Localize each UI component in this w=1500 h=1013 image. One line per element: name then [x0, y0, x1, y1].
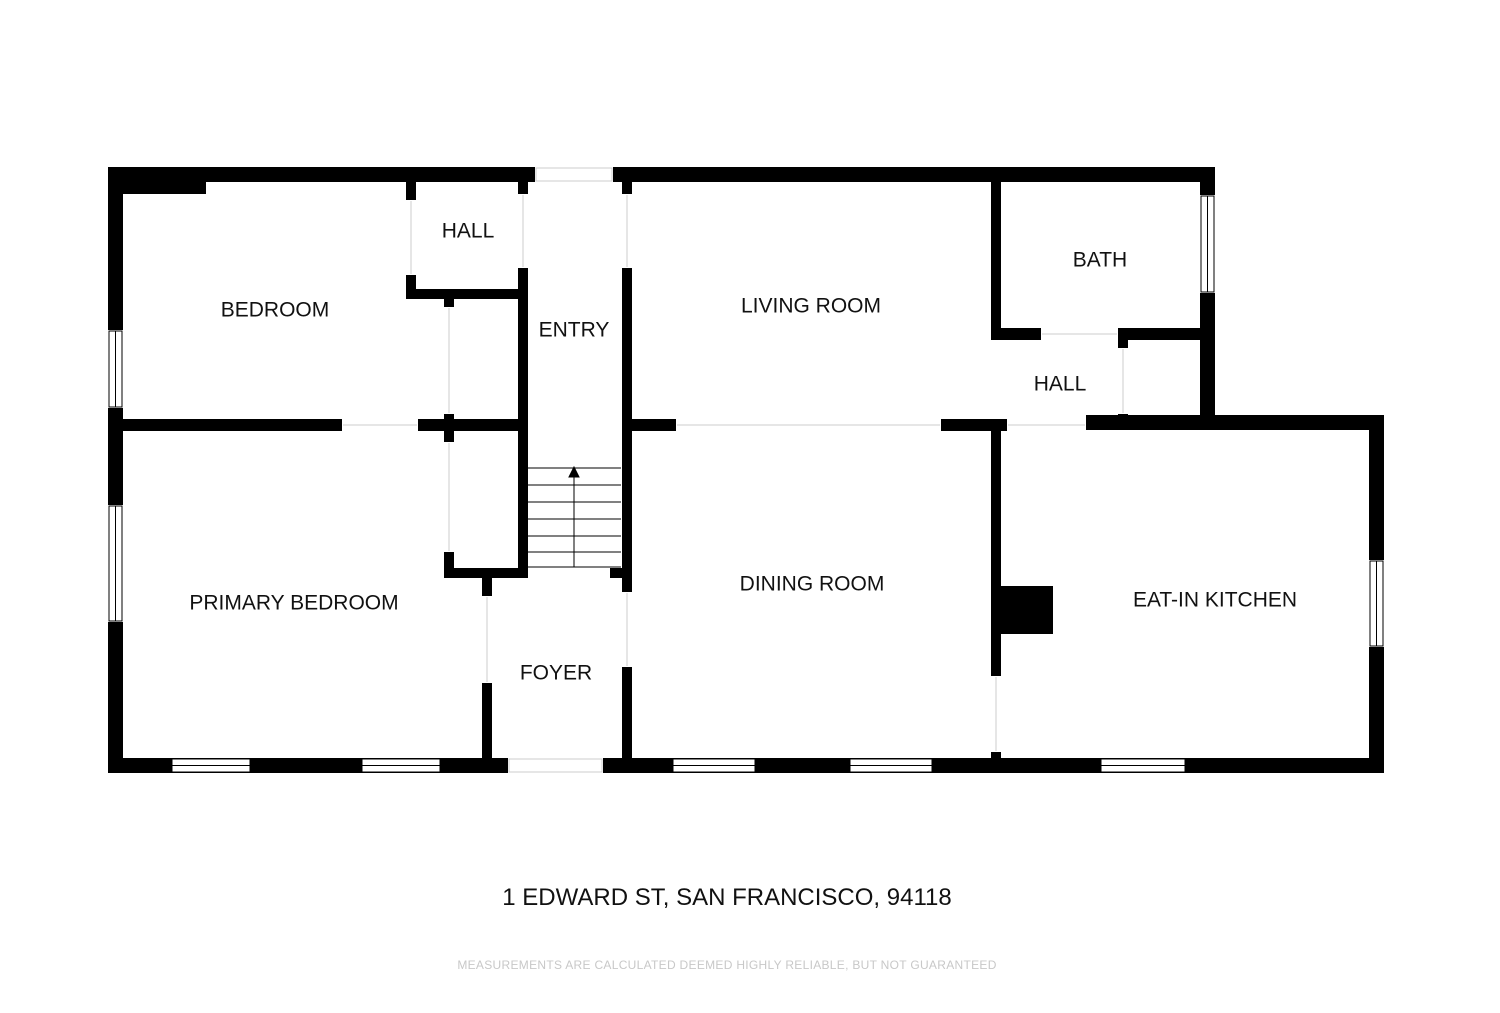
wall-bottom [603, 758, 1384, 773]
measurement-disclaimer: MEASUREMENTS ARE CALCULATED DEEMED HIGHL… [457, 958, 997, 972]
room-label-primary-bedroom: PRIMARY BEDROOM [189, 592, 398, 615]
wall-hall [406, 275, 416, 299]
room-label-living-room: LIVING ROOM [741, 295, 881, 318]
wall-living-dining [632, 419, 676, 431]
walls [108, 167, 1384, 773]
wall-bedroom-divider [108, 419, 342, 431]
wall-dining-kitchen [991, 431, 1001, 676]
room-label-bath: BATH [1073, 249, 1127, 272]
stairs [528, 465, 621, 568]
property-address: 1 EDWARD ST, SAN FRANCISCO, 94118 [502, 884, 952, 911]
wall-closet [444, 299, 454, 307]
wall-kitchen-right [1369, 647, 1384, 773]
wall-kitchen-top [1086, 415, 1384, 430]
chimney-block [1001, 586, 1053, 634]
room-label-eat-in-kitchen: EAT-IN KITCHEN [1133, 589, 1297, 612]
openings [343, 167, 1124, 773]
wall-top-left [108, 167, 535, 182]
wall-bath [991, 182, 1001, 340]
wall-left [108, 167, 123, 330]
wall-entry [622, 430, 632, 568]
entry-door-opening [535, 167, 613, 182]
wall-closet [444, 568, 528, 578]
wall-kitchen-right [1369, 415, 1384, 560]
stair-up-arrow-icon [568, 465, 580, 478]
room-labels: BEDROOM HALL ENTRY LIVING ROOM BATH HALL… [189, 220, 1297, 685]
wall-entry [622, 182, 632, 194]
wall-entry [622, 268, 632, 430]
room-label-hall: HALL [1034, 373, 1087, 396]
wall-hall-right [1118, 340, 1128, 348]
wall-entry [622, 667, 632, 773]
wall-left [108, 408, 123, 505]
wall-foyer [610, 568, 632, 578]
wall-foyer [482, 683, 492, 773]
wall-dining-kitchen [991, 752, 1001, 762]
wall-right-upper [1200, 293, 1215, 430]
wall-bath [1118, 328, 1200, 340]
wall-hall [518, 268, 528, 568]
room-label-dining-room: DINING ROOM [740, 573, 885, 596]
wall-corner-block [108, 182, 206, 194]
wall-hall-right [1118, 414, 1128, 430]
wall-living-dining [941, 419, 1007, 431]
wall-hall [406, 182, 416, 200]
windows [108, 195, 1384, 773]
wall-hall-right [991, 419, 1007, 431]
wall-bottom [108, 758, 508, 773]
wall-bath [991, 328, 1041, 340]
room-label-hall: HALL [442, 220, 495, 243]
wall-right-upper [1200, 167, 1215, 195]
wall-entry [622, 568, 632, 592]
wall-top-right [613, 167, 1215, 182]
wall-foyer [482, 578, 492, 596]
wall-bedroom-divider [418, 419, 518, 431]
wall-closet [444, 414, 454, 442]
wall-left [108, 622, 123, 772]
foyer-door-opening [508, 758, 603, 773]
wall-hall [406, 289, 528, 299]
room-label-bedroom: BEDROOM [221, 299, 330, 322]
room-label-foyer: FOYER [520, 662, 592, 685]
wall-hall [518, 182, 528, 194]
wall-closet [444, 552, 454, 578]
room-label-entry: ENTRY [539, 319, 610, 342]
